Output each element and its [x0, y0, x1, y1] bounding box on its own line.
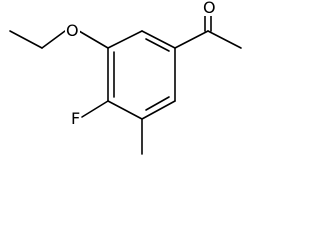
bond-carbonyl-to-methyl — [207, 30, 242, 49]
bond-ring-5 — [107, 100, 143, 120]
structure-diagram: O O F — [9, 0, 242, 155]
fluorine-label: F — [70, 109, 82, 128]
ether-oxygen-label: O — [65, 21, 80, 40]
bond-ring-to-ether-oxygen — [78, 30, 109, 49]
bond-ring-4 — [141, 100, 176, 120]
bond-ring-inner-1 — [145, 38, 170, 52]
bond-ch2-to-ch3 — [9, 30, 43, 49]
skeletal-formula — [9, 13, 242, 155]
bond-ring-1 — [107, 30, 143, 49]
bond-ether-oxygen-to-ch2 — [41, 30, 66, 49]
bond-ring-inner-2 — [145, 96, 170, 111]
bond-ring-to-carbonyl — [174, 30, 209, 49]
carbonyl-oxygen-label: O — [202, 0, 217, 17]
bond-ring-to-fluorine — [81, 100, 109, 118]
bond-ring-2 — [141, 30, 176, 49]
